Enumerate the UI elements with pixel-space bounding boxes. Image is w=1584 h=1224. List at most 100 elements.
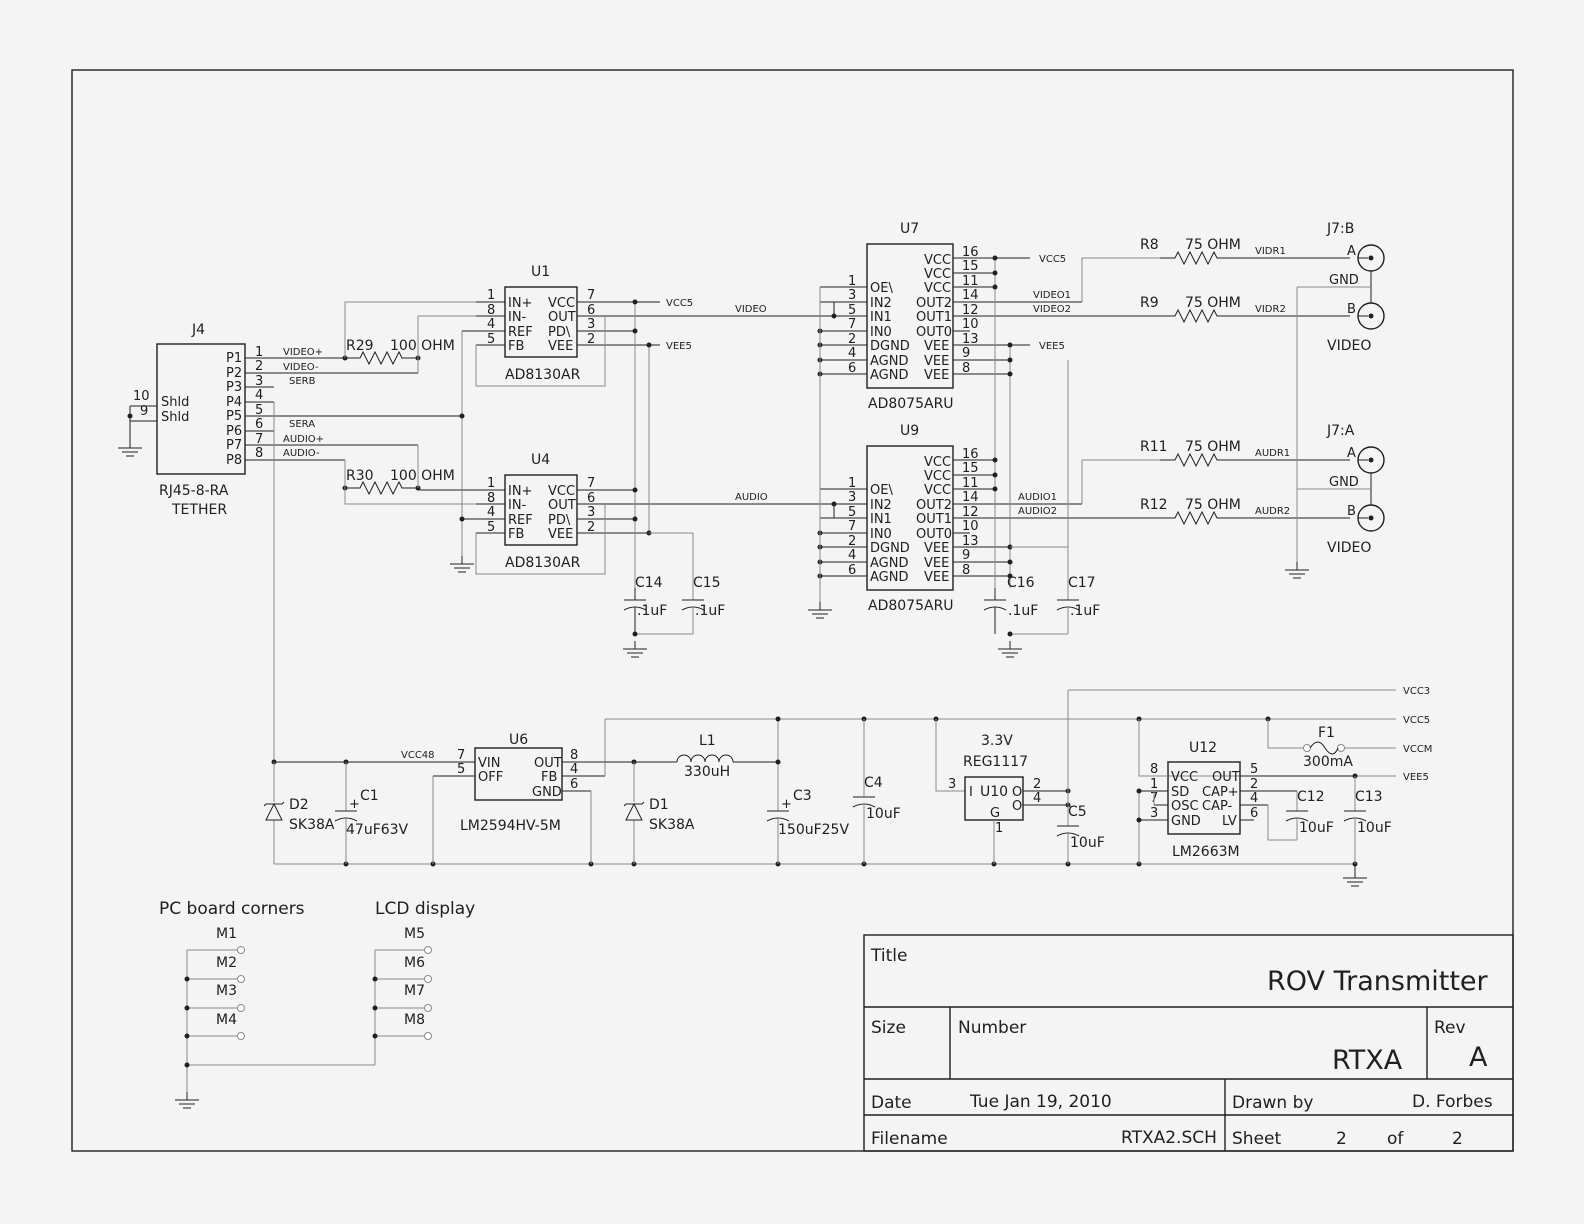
mount-hole: M2 (216, 955, 237, 971)
mount-hole: M8 (404, 1012, 425, 1028)
u12-pin-num: 3 (1150, 806, 1158, 821)
u7-pin-right: VCC (924, 281, 951, 296)
u6-part: LM2594HV-5M (460, 818, 561, 834)
j7a-pin-a: A (1347, 446, 1356, 461)
u4-pin-left: IN- (508, 498, 527, 513)
u7-pin-num: 11 (962, 274, 979, 289)
u10-part: REG1117 (963, 754, 1028, 770)
net-audio-n: AUDIO- (283, 448, 320, 459)
u10-pin-g: G (990, 806, 1000, 821)
sheet-border (71, 69, 1514, 1152)
u12-pin-left: SD (1171, 785, 1189, 800)
l1-ref: L1 (699, 733, 716, 749)
net-audio-p: AUDIO+ (283, 434, 324, 445)
u9-pin-left: AGND (870, 556, 908, 571)
r12-ref: R12 (1140, 497, 1168, 513)
net-vee5: VEE5 (1039, 341, 1065, 352)
power-section: VCC3 VCC5 VCCM VEE5 VCC48 (271, 686, 1432, 887)
u7-pin-right: VEE (924, 339, 949, 354)
j4-pin-num: 6 (255, 417, 263, 432)
c12-value: 10uF (1299, 820, 1334, 836)
u10-pin-num: 3 (948, 777, 956, 792)
u1-pin-right: VEE (548, 339, 573, 354)
u10-pin-num: 4 (1033, 791, 1041, 806)
j7a-label: VIDEO (1327, 540, 1371, 556)
c1-value: 47uF63V (346, 822, 409, 838)
ic-u1: U1 AD8130AR IN+ IN- REF FB VCC OUT PD\ V… (344, 264, 820, 387)
u7-pin-left: AGND (870, 354, 908, 369)
u9-pin-num: 16 (962, 447, 979, 462)
lcd-label: LCD display (375, 899, 475, 919)
u7-pin-right: OUT0 (916, 325, 952, 340)
j4-shield-pin: 9 (140, 404, 148, 419)
j4-pin-num: 4 (255, 388, 263, 403)
u6-pin-num: 5 (457, 762, 465, 777)
u4-pin-num: 8 (487, 491, 495, 506)
filename-value: RTXA2.SCH (1121, 1128, 1217, 1148)
drawn-by-label: Drawn by (1232, 1093, 1313, 1113)
resistor-r9: R9 75 OHM VIDR2 (1140, 295, 1350, 324)
net-vcc3: VCC3 (1403, 686, 1430, 697)
diode-d1: D1 SK38A (605, 759, 695, 864)
u6-pin-right: OUT (534, 756, 562, 771)
u10-pin-o2: O (1012, 799, 1022, 814)
r29-value: 100 OHM (390, 338, 455, 354)
u1-pin-right: OUT (548, 310, 576, 325)
u9-pin-num: 11 (962, 476, 979, 491)
u10-voltage: 3.3V (981, 733, 1013, 749)
capacitor-c12: C12 10uF (1267, 789, 1334, 841)
u9-pin-left: IN2 (870, 498, 892, 513)
resistor-r29: R29 100 OHM (342, 338, 455, 366)
j4-shield: Shld (161, 395, 189, 410)
svg-text:+: + (781, 797, 792, 812)
filename-label: Filename (871, 1129, 948, 1149)
d1-value: SK38A (649, 817, 695, 833)
net-vccm: VCCM (1403, 744, 1432, 755)
u9-pin-num: 3 (848, 490, 856, 505)
capacitor-c15: C15 .1uF (622, 575, 725, 658)
u1-ref: U1 (531, 264, 550, 280)
l1-value: 330uH (684, 764, 730, 780)
u1-pin-right: VCC (548, 296, 575, 311)
j4-pin: P1 (226, 351, 242, 366)
j4-ref: J4 (191, 322, 205, 338)
net-audr1: AUDR1 (1255, 448, 1290, 459)
u9-pin-right: VCC (924, 483, 951, 498)
u12-pin-num: 1 (1150, 777, 1158, 792)
u9-pin-right: VCC (924, 469, 951, 484)
net-audr2: AUDR2 (1255, 506, 1290, 517)
c12-ref: C12 (1297, 789, 1325, 805)
rev-value: A (1469, 1042, 1488, 1073)
u9-pin-left: DGND (870, 541, 910, 556)
u9-pin-left: AGND (870, 570, 908, 585)
c14-value: .1uF (637, 603, 667, 619)
regulator-u10: 3.3V REG1117 I U10 O O G 3 2 4 1 (933, 716, 1071, 864)
net-vcc48: VCC48 (401, 750, 435, 761)
u9-pin-num: 12 (962, 505, 979, 520)
u1-pin-left: IN- (508, 310, 527, 325)
connector-j7b: J7:B A GND B VIDEO (1297, 221, 1385, 354)
net-serb: SERB (289, 376, 316, 387)
net-vidr2: VIDR2 (1255, 304, 1286, 315)
u10-pin-num: 2 (1033, 777, 1041, 792)
u9-pin-right: VEE (924, 556, 949, 571)
u9-pin-right: OUT0 (916, 527, 952, 542)
svg-text:+: + (349, 797, 360, 812)
u4-pin-right: VCC (548, 484, 575, 499)
u4-part: AD8130AR (505, 555, 581, 571)
j4-pin: P6 (226, 424, 242, 439)
u9-pin-right: VCC (924, 455, 951, 470)
u6-pin-num: 6 (570, 777, 578, 792)
connector-j7a: J7:A A GND B VIDEO (1284, 287, 1385, 579)
u9-ref: U9 (900, 423, 919, 439)
u7-pin-num: 7 (848, 317, 856, 332)
u6-pin-num: 8 (570, 748, 578, 763)
ic-u7: U7 AD8075ARU OE\ IN2 IN1 IN0 DGND AGND A… (817, 221, 1160, 412)
c15-value: .1uF (695, 603, 725, 619)
d2-value: SK38A (289, 817, 335, 833)
j7b-pin-a: A (1347, 244, 1356, 259)
of-label: of (1387, 1129, 1404, 1149)
j4-pin-num: 7 (255, 432, 263, 447)
r9-ref: R9 (1140, 295, 1159, 311)
j7b-pin-b: B (1347, 302, 1356, 317)
